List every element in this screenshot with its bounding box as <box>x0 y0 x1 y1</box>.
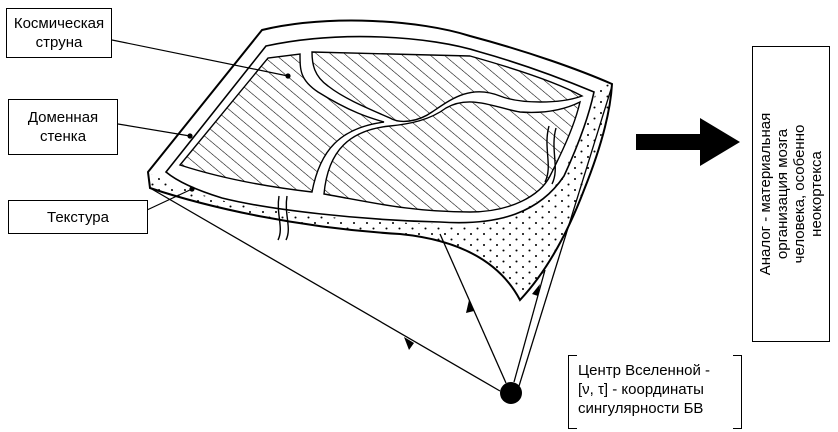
big-arrow <box>636 118 740 166</box>
bracket-edge <box>741 355 742 429</box>
domain-region-a <box>178 53 385 193</box>
domain-wall-line-1: Доменная <box>27 109 99 126</box>
pointer-cosmic-string <box>111 39 289 77</box>
ray-mid-right <box>513 269 546 383</box>
label-domain-wall: Доменная стенка <box>8 99 118 155</box>
analog-line-2: организация мозга <box>774 128 791 260</box>
texture-volume <box>148 84 612 300</box>
singularity-center <box>500 382 522 404</box>
center-line-1: Центр Вселенной - <box>578 362 710 379</box>
pointer-domain-wall <box>117 123 191 137</box>
label-center: Центр Вселенной - [ν, τ] - координаты си… <box>568 355 742 429</box>
analog-line-4: неокортекса <box>808 151 825 237</box>
label-analog: Аналог - материальная организация мозга … <box>752 46 830 342</box>
sheet-outline <box>146 19 614 302</box>
bracket-corner <box>568 355 577 364</box>
texture-line: Текстура <box>47 208 109 226</box>
sheet-rim <box>164 35 595 224</box>
ray-mid-left <box>439 233 507 384</box>
pointer-dot-domain <box>187 133 193 139</box>
label-cosmic-string: Космическая струна <box>6 8 112 58</box>
wall-right <box>551 127 557 185</box>
wall-left <box>285 195 289 241</box>
pointer-dot-cosmic <box>285 73 291 79</box>
bracket-corner <box>568 420 577 429</box>
ray-mid-left-arrowhead <box>466 300 474 313</box>
analog-line-1: Аналог - материальная <box>757 112 774 276</box>
ray-mid-right-arrowhead <box>532 284 540 296</box>
cosmic-string-line-2: струна <box>35 34 83 51</box>
ray-left-arrowhead <box>404 337 414 350</box>
wall-right-b <box>544 125 550 183</box>
wall-left-b <box>277 195 281 241</box>
domain-wall-line-2: стенка <box>39 128 87 145</box>
domain-region-b <box>311 51 584 123</box>
ray-left <box>149 187 501 392</box>
ray-right <box>518 85 613 387</box>
analog-text: Аналог - материальная организация мозга … <box>757 48 825 340</box>
cosmic-string-line-1: Космическая <box>13 15 105 32</box>
domain-region-c <box>323 100 582 213</box>
analog-line-3: человека, особенно <box>791 124 808 264</box>
center-line-3: сингулярности БВ <box>578 400 704 417</box>
pointer-dot-texture <box>189 186 195 192</box>
center-line-2: [ν, τ] - координаты <box>578 381 704 398</box>
label-texture: Текстура <box>8 200 148 234</box>
bracket-edge <box>568 355 569 429</box>
